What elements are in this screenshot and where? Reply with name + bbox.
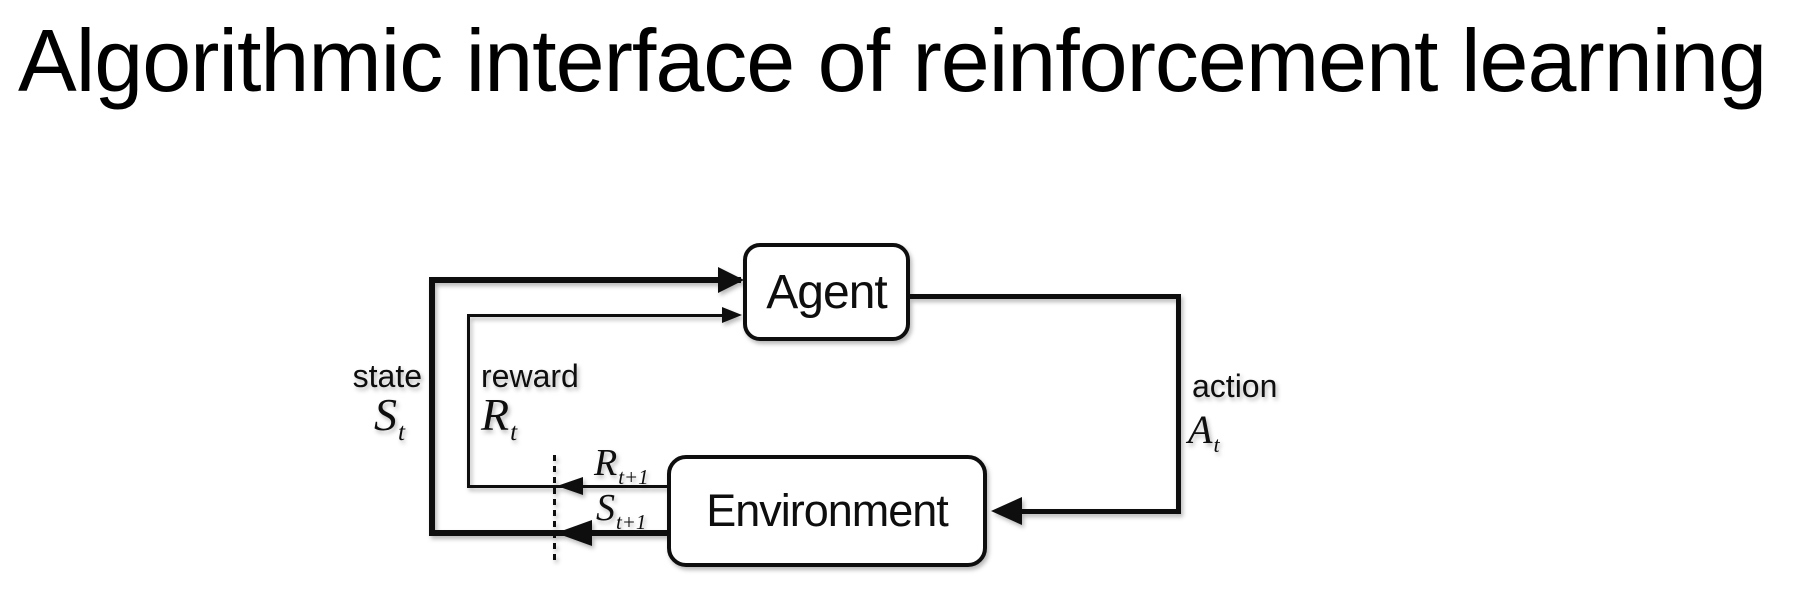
action-line-vertical xyxy=(1176,294,1181,513)
next-state-arrowhead-icon xyxy=(556,520,592,546)
agent-label: Agent xyxy=(766,265,887,319)
environment-label: Environment xyxy=(706,485,949,536)
action-line-bottom xyxy=(1020,509,1181,514)
environment-box: Environment xyxy=(667,455,987,567)
state-symbol: St xyxy=(374,389,406,447)
state-line-vertical xyxy=(429,277,435,536)
agent-box: Agent xyxy=(743,243,910,341)
next-state-line-bottom xyxy=(429,530,667,536)
action-to-environment-arrowhead-icon xyxy=(991,497,1022,525)
action-label: action xyxy=(1192,368,1278,404)
reward-symbol: Rt xyxy=(481,389,518,447)
next-state-symbol: St+1 xyxy=(596,487,647,534)
action-symbol: At xyxy=(1188,407,1220,457)
reward-label: reward xyxy=(481,358,579,394)
next-reward-arrowhead-icon xyxy=(557,477,583,495)
slide-title: Algorithmic interface of reinforcement l… xyxy=(18,11,1767,110)
reward-line-top xyxy=(467,314,725,317)
reward-to-agent-arrowhead-icon xyxy=(722,307,742,323)
state-to-agent-arrowhead-icon xyxy=(718,267,744,293)
reward-line-vertical xyxy=(467,314,470,488)
time-boundary-dashed-line xyxy=(553,455,556,563)
state-label: state xyxy=(352,358,422,394)
state-line-top xyxy=(429,277,741,283)
next-reward-symbol: Rt+1 xyxy=(594,442,649,489)
action-line-top xyxy=(908,294,1181,299)
